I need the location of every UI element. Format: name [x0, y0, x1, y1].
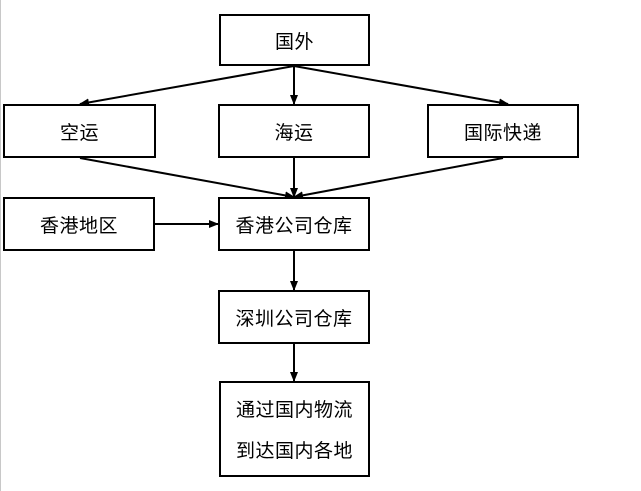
overseas-box: 国外	[219, 14, 370, 66]
left-edge-rule	[0, 0, 1, 491]
sz-warehouse-label: 深圳公司仓库	[235, 307, 353, 330]
air-freight-label: 空运	[59, 121, 99, 144]
hk-region-box: 香港地区	[3, 197, 155, 251]
hk-warehouse-box: 香港公司仓库	[218, 197, 370, 251]
intl-express-label: 国际快递	[463, 121, 542, 144]
hk-warehouse-label: 香港公司仓库	[235, 214, 353, 237]
sea-freight-label: 海运	[274, 121, 314, 144]
hk-region-label: 香港地区	[39, 214, 118, 237]
domestic-delivery-line1: 通过国内物流	[235, 399, 353, 421]
domestic-delivery-box: 通过国内物流 到达国内各地	[219, 381, 370, 477]
arrow-overseas-to-express	[293, 65, 509, 107]
arrow-air-to-hk-warehouse	[79, 157, 295, 200]
arrow-overseas-to-air	[79, 65, 295, 107]
sz-warehouse-box: 深圳公司仓库	[218, 290, 370, 344]
arrow-express-to-hk-warehouse	[293, 157, 504, 200]
air-freight-box: 空运	[3, 104, 156, 158]
overseas-label: 国外	[274, 30, 314, 53]
domestic-delivery-line2: 到达国内各地	[235, 440, 353, 462]
intl-express-box: 国际快递	[427, 104, 579, 158]
sea-freight-box: 海运	[218, 104, 370, 158]
